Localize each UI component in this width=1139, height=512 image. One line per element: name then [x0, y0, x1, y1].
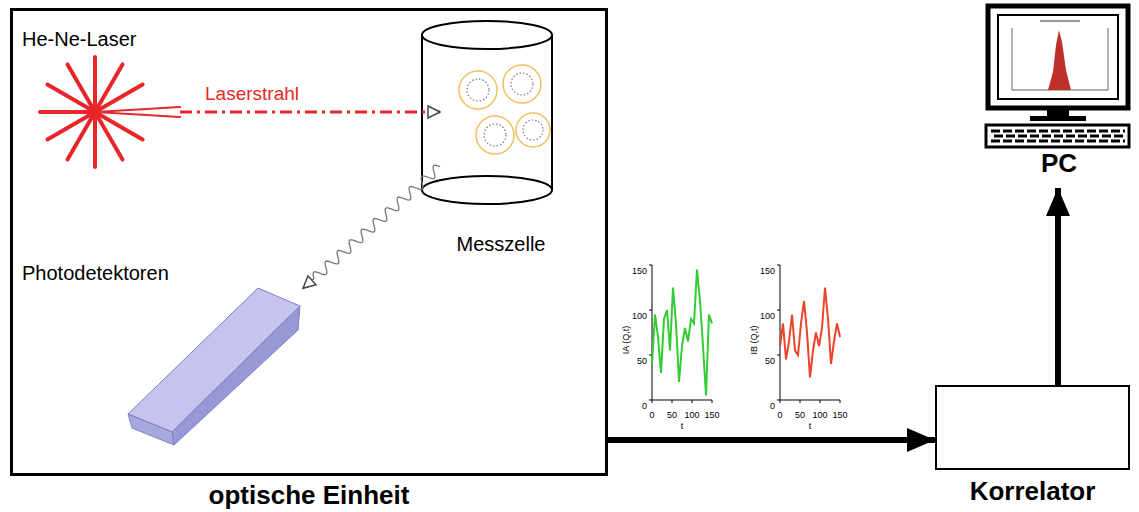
measuring-cell-cylinder [422, 21, 552, 204]
screen-title-line [1040, 20, 1080, 22]
laser-ray [93, 57, 97, 112]
axis-tick [652, 400, 653, 403]
scattered-light [303, 165, 440, 288]
screen-axis [1108, 28, 1109, 90]
node-label: Photodetektoren [22, 262, 292, 285]
laser-ray [93, 112, 97, 167]
axis-tick [820, 400, 821, 403]
key-row [991, 130, 1125, 133]
pc-monitor [988, 6, 1128, 121]
monitor-neck [1047, 108, 1069, 117]
photodetector-node: Photodetektoren [18, 262, 303, 447]
axis-tick-label: 0 [642, 402, 647, 412]
monitor-base [1030, 116, 1086, 121]
axis-tick [777, 310, 780, 311]
axis-tick-label: 150 [760, 267, 775, 277]
axis-tick [649, 265, 652, 266]
plot-axis [652, 265, 712, 400]
laser-ray [47, 85, 95, 113]
correlator-box: Korrelator [935, 385, 1130, 470]
particle-core [523, 120, 543, 140]
axis-tick [777, 265, 780, 266]
node-label: Messzelle [440, 233, 562, 256]
photodetector-prism [128, 288, 300, 445]
particle [503, 65, 541, 103]
particles [459, 65, 550, 154]
axis-tick-label: 100 [760, 312, 775, 322]
axis-tick-label: 0 [770, 402, 775, 412]
particle [459, 71, 497, 109]
key-row [991, 140, 1125, 143]
axis-tick-label: 0 [777, 411, 782, 421]
axis-tick-label: 150 [832, 411, 847, 421]
axis-tick [780, 400, 781, 403]
cylinder-top [422, 21, 552, 49]
pc-node: PC [983, 3, 1135, 188]
laser-node: He-Ne-Laser [20, 28, 180, 178]
axis-tick-label: t [681, 422, 684, 432]
laser-cone [95, 107, 180, 112]
signal-plots [649, 265, 840, 403]
axis-tick-label: 100 [684, 411, 699, 421]
axis-tick-label: 50 [795, 411, 805, 421]
node-label: He-Ne-Laser [22, 28, 180, 51]
screen-histogram [1048, 30, 1071, 90]
axis-tick [800, 400, 801, 403]
measuring-cell: Messzelle [440, 15, 562, 260]
node-label: Korrelator [917, 477, 1139, 507]
axis-tick-label: 100 [812, 411, 827, 421]
axis-title: IA (Q,t) [622, 326, 632, 355]
axis-tick-label: 100 [632, 312, 647, 322]
monitor-screen [998, 15, 1118, 99]
particle-core [467, 79, 489, 101]
key-row [994, 135, 1125, 138]
pc-keyboard [986, 125, 1129, 147]
axis-tick-label: 150 [632, 267, 647, 277]
axis-tick [712, 400, 713, 403]
unit-box: He-Ne-LaserMesszellePhotodetektorenoptis… [10, 8, 608, 476]
axis-tick-label: 50 [637, 357, 647, 367]
laser-cone [95, 112, 180, 117]
particle-core [511, 73, 533, 95]
particle-core [484, 124, 506, 146]
particle [516, 113, 550, 147]
cylinder-bottom [422, 176, 552, 204]
plot-axis [780, 265, 840, 400]
axis-tick [649, 310, 652, 311]
node-label: PC [983, 149, 1135, 179]
axis-tick-label: t [809, 422, 812, 432]
axis-tick [692, 400, 693, 403]
axis-title: IB (Q,t) [750, 326, 760, 355]
axis-tick-label: 150 [704, 411, 719, 421]
laser-ray [68, 112, 96, 160]
laser-ray [95, 112, 143, 140]
screen-axis [1012, 28, 1013, 90]
signal-plot [649, 265, 712, 403]
edge-label: Laserstrahl [205, 84, 299, 105]
laser-ray [95, 64, 123, 112]
flow-arrow [1055, 188, 1061, 385]
laser-beam [180, 111, 440, 114]
laser-symbol [40, 57, 180, 167]
node-label: optische Einheit [13, 481, 605, 511]
axis-tick [672, 400, 673, 403]
axis-tick [777, 355, 780, 356]
axis-tick-label: 0 [649, 411, 654, 421]
prism-end [128, 414, 174, 445]
laser-ray [40, 110, 95, 114]
axis-tick-label: 50 [667, 411, 677, 421]
particle [476, 116, 514, 154]
monitor-frame [988, 6, 1128, 108]
prism-side [172, 306, 300, 445]
signal-trace [652, 270, 712, 396]
keyboard-frame [986, 125, 1129, 147]
axis-tick [840, 400, 841, 403]
axis-tick-label: 50 [765, 357, 775, 367]
signal-plot [777, 265, 840, 403]
cylinder-side [551, 35, 553, 190]
signal-trace [780, 288, 840, 378]
flow-arrow [608, 437, 935, 443]
prism-top [128, 288, 300, 432]
